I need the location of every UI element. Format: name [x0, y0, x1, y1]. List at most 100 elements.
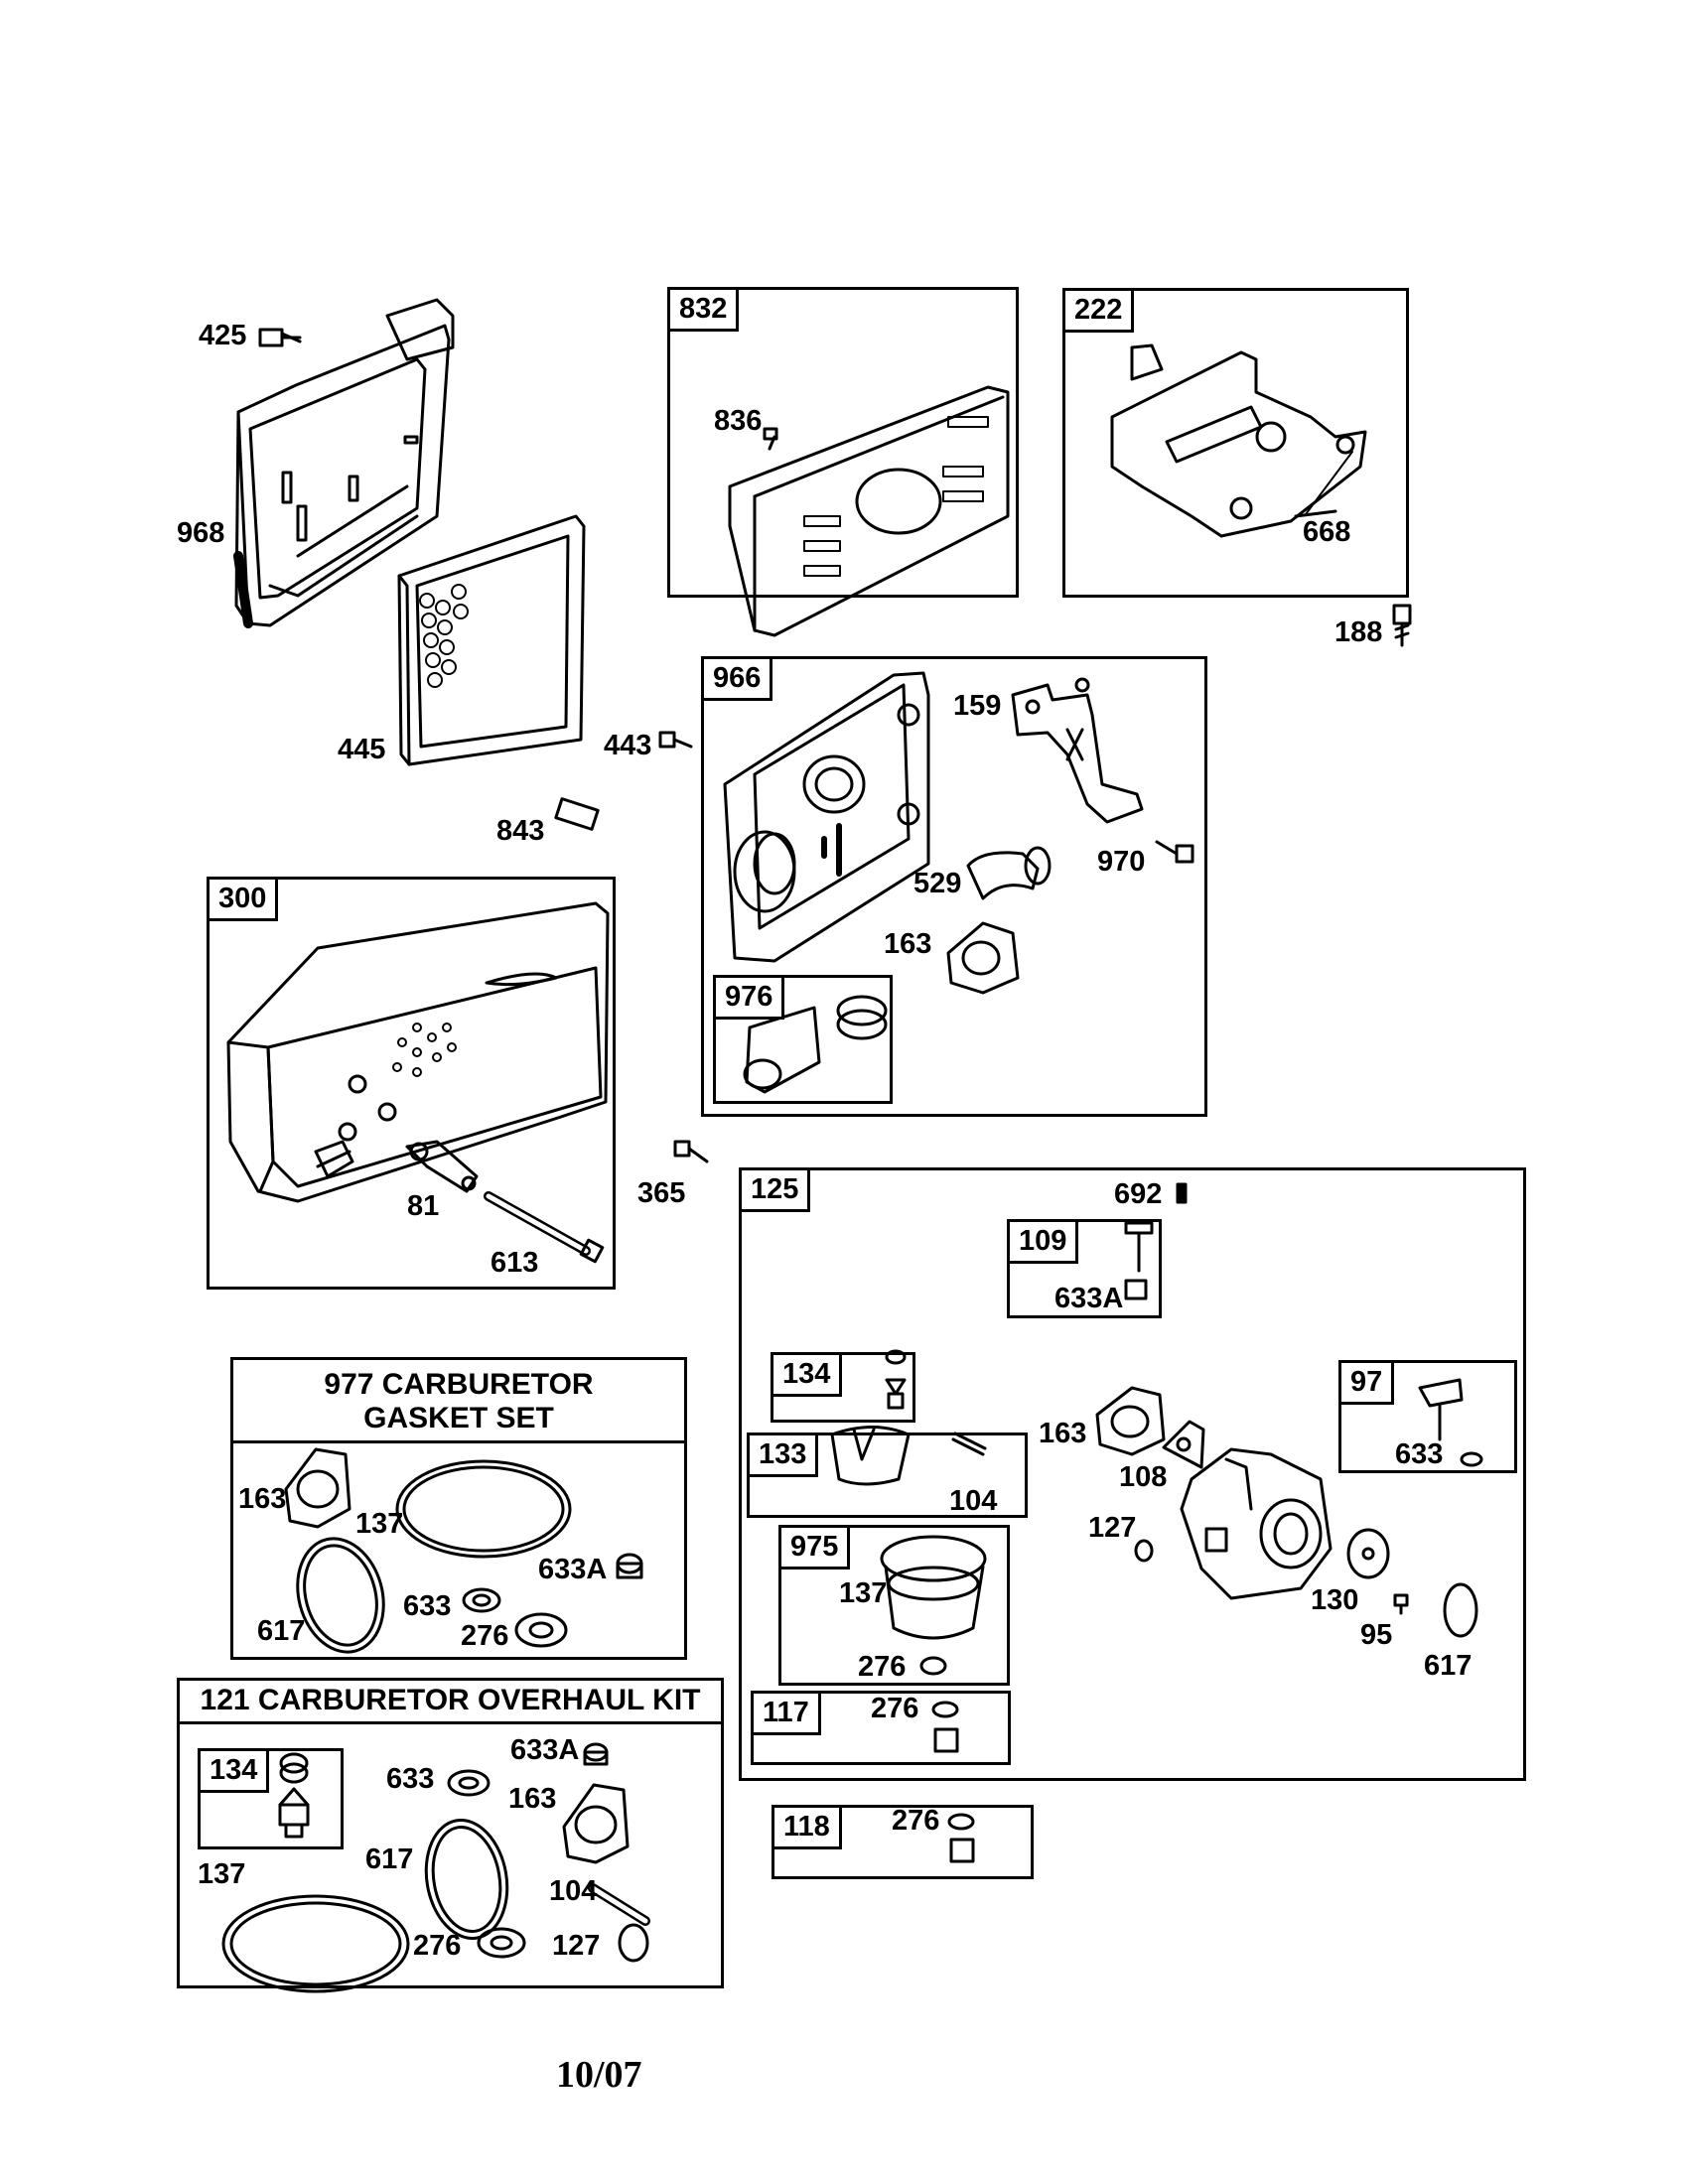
bolt-icon [933, 1703, 957, 1751]
needle-valve-icon [887, 1351, 905, 1408]
part-label: 163 [884, 928, 932, 960]
bracket-icon [407, 1142, 477, 1191]
box-300: 300 [207, 877, 616, 1290]
bolt-icon [1178, 1184, 1186, 1202]
o-ring-icon [1445, 1584, 1476, 1636]
part-label: 425 [199, 320, 247, 351]
part-label: 617 [1424, 1650, 1473, 1682]
box-label: 222 [1065, 291, 1135, 333]
bolt-icon [660, 733, 691, 747]
part-label: 365 [637, 1177, 686, 1209]
kit-title-line2: GASKET SET [363, 1402, 554, 1434]
bolt-icon [556, 799, 598, 830]
box-832: 832 [667, 287, 1019, 598]
part-label: 617 [365, 1843, 414, 1875]
box-label: 975 [781, 1528, 851, 1570]
part-label: 163 [238, 1483, 287, 1515]
shield-icon [730, 387, 1008, 635]
o-ring-icon [449, 1771, 489, 1795]
gasket-icon [1348, 1530, 1388, 1577]
part-label: 276 [871, 1693, 919, 1724]
part-label: 163 [508, 1783, 557, 1815]
box-label: 117 [754, 1694, 821, 1735]
o-ring-icon [1136, 1541, 1152, 1561]
o-ring-icon [620, 1925, 647, 1961]
part-label: 617 [257, 1615, 306, 1647]
carburetor-icon [1182, 1449, 1331, 1598]
part-label: 108 [1119, 1461, 1168, 1493]
box-97: 97 [1338, 1360, 1517, 1473]
part-label: 843 [496, 815, 545, 847]
part-label: 633A [538, 1554, 608, 1585]
intake-elbow-icon [725, 673, 928, 961]
kit-title-line1: 977 CARBURETOR [324, 1368, 594, 1401]
part-label: 529 [913, 868, 962, 899]
o-ring-icon [404, 1467, 563, 1551]
o-ring-icon [223, 1896, 408, 1991]
part-label: 81 [407, 1190, 440, 1222]
kit-title: 977 CARBURETOR GASKET SET [233, 1360, 684, 1443]
bolt-icon [585, 1744, 607, 1764]
box-label: 109 [1010, 1222, 1079, 1264]
bracket-icon [1112, 345, 1365, 536]
part-label: 137 [839, 1577, 888, 1609]
part-label: 443 [604, 730, 652, 761]
box-133: 133 [747, 1433, 1028, 1518]
page-date: 10/07 [556, 2054, 642, 2096]
part-label: 633A [1054, 1283, 1124, 1314]
box-label: 97 [1341, 1363, 1395, 1405]
bolt-icon [1157, 842, 1193, 862]
box-125: 125 [739, 1167, 1526, 1781]
box-label: 118 [774, 1808, 842, 1849]
o-ring-icon [516, 1614, 566, 1646]
box-966: 966 [701, 656, 1207, 1117]
box-117: 117 [751, 1691, 1011, 1765]
part-label: 137 [355, 1508, 404, 1540]
part-label: 968 [177, 517, 225, 549]
box-118: 118 [772, 1805, 1034, 1879]
part-label: 104 [549, 1875, 598, 1907]
bolt-icon [1394, 606, 1410, 645]
part-label: 633 [1395, 1438, 1444, 1470]
part-label: 613 [491, 1247, 539, 1279]
o-ring-icon [464, 1589, 499, 1611]
box-label: 832 [670, 290, 740, 332]
part-label: 970 [1097, 846, 1146, 878]
o-ring-icon [397, 1461, 570, 1557]
box-976: 976 [713, 975, 893, 1104]
box-label: 966 [704, 659, 773, 701]
part-label: 836 [714, 405, 763, 437]
overhaul-kit: 121 CARBURETOR OVERHAUL KIT [177, 1678, 724, 1988]
box-134-kit: 134 [198, 1748, 344, 1849]
part-label: 104 [949, 1485, 998, 1517]
bolt-icon [489, 1196, 603, 1262]
part-label: 130 [1311, 1584, 1359, 1616]
muffler-icon [228, 903, 608, 1201]
bolt-icon [593, 1888, 645, 1921]
box-label: 134 [201, 1751, 270, 1793]
part-label: 668 [1303, 516, 1351, 548]
air-filter-base-icon [236, 300, 453, 625]
part-label: 633 [386, 1763, 435, 1795]
needle-valve-icon [1126, 1223, 1152, 1298]
kit-title: 121 CARBURETOR OVERHAUL KIT [180, 1681, 721, 1724]
box-134: 134 [771, 1352, 915, 1423]
part-label: 276 [858, 1651, 907, 1683]
o-ring-icon [285, 1529, 395, 1662]
box-label: 300 [210, 880, 279, 921]
needle-valve-icon [1420, 1380, 1481, 1465]
part-label: 159 [953, 690, 1002, 722]
gasket-icon [564, 1785, 628, 1862]
intake-elbow-icon [968, 848, 1050, 898]
box-label: 976 [716, 978, 785, 1020]
bracket-icon [1013, 679, 1142, 822]
part-label: 276 [413, 1930, 462, 1962]
part-label: 445 [338, 734, 386, 765]
gasket-set-kit: 977 CARBURETOR GASKET SET [230, 1357, 687, 1660]
gasket-icon [948, 923, 1018, 993]
part-label: 127 [1088, 1512, 1137, 1544]
o-ring-icon [231, 1903, 400, 1984]
part-label: 127 [552, 1930, 601, 1962]
